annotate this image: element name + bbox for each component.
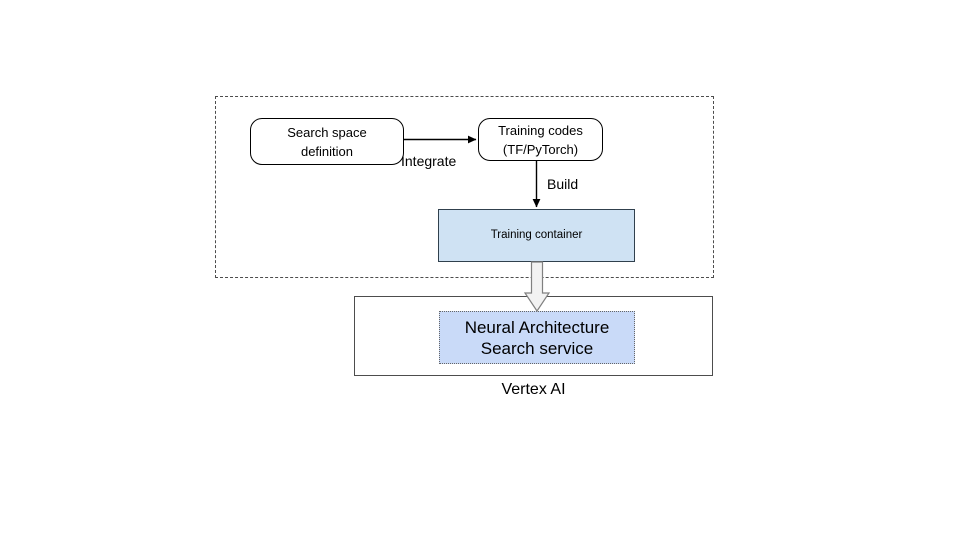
node-search-space-definition[interactable]: Search space definition — [250, 118, 404, 165]
node-training-container[interactable]: Training container — [438, 209, 635, 262]
node-neural-architecture-search-service-label: Neural Architecture Search service — [464, 317, 610, 358]
node-training-codes[interactable]: Training codes (TF/PyTorch) — [478, 118, 603, 161]
user-managed-group-boundary — [215, 96, 714, 278]
node-training-container-label: Training container — [490, 229, 583, 241]
node-search-space-definition-label: Search space definition — [287, 124, 367, 159]
node-training-codes-label: Training codes (TF/PyTorch) — [498, 122, 583, 157]
node-neural-architecture-search-service[interactable]: Neural Architecture Search service — [439, 311, 635, 364]
edge-label-integrate: Integrate — [401, 153, 457, 169]
edge-label-build: Build — [547, 176, 579, 192]
label-vertex-ai: Vertex AI — [501, 381, 566, 398]
